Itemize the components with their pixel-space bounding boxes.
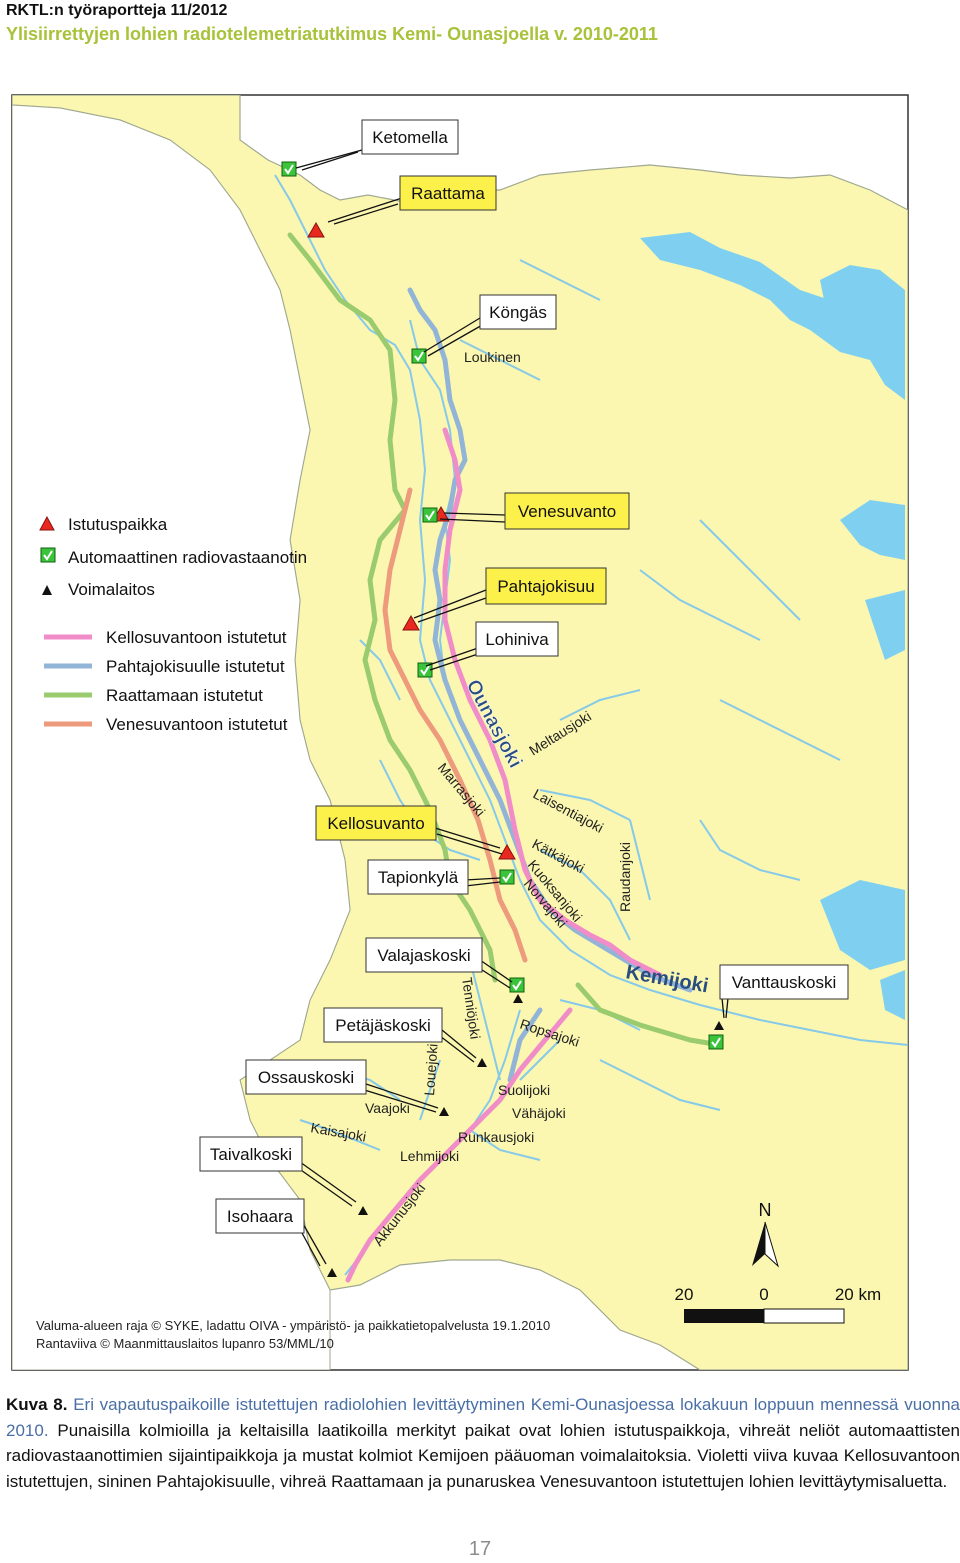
caption-part-2: Punaisilla kolmioilla ja keltaisilla laa… xyxy=(6,1420,960,1491)
river-label-raudanjoki: Raudanjoki xyxy=(617,842,633,912)
label-venesuvanto: Venesuvanto xyxy=(518,502,616,521)
label-ketomella: Ketomella xyxy=(372,128,448,147)
credits-line-1: Valuma-alueen raja © SYKE, ladattu OIVA … xyxy=(36,1318,550,1333)
report-series: RKTL:n työraportteja 11/2012 xyxy=(6,2,228,19)
river-label-louejoki: Louejoki xyxy=(421,1043,441,1096)
black-triangle-icon xyxy=(42,585,52,595)
map-legend: Istutuspaikka Automaattinen radiovastaan… xyxy=(39,515,307,734)
river-label-lehmijoki: Lehmijoki xyxy=(400,1148,459,1164)
pink-line-kellosuvanto-2 xyxy=(345,1007,573,1283)
figure-label: Kuva 8. xyxy=(6,1395,68,1414)
caption-part-1: Eri vapautuspaikoille istutettujen radio… xyxy=(6,1395,960,1440)
label-valajaskoski: Valajaskoski xyxy=(377,946,470,965)
figure-caption: Kuva 8. Eri vapautuspaikoille istutettuj… xyxy=(6,1392,960,1494)
legend-label: Raattamaan istutetut xyxy=(106,686,263,705)
lake xyxy=(640,232,890,360)
power-plant-vanttauskoski xyxy=(714,1021,724,1030)
receivers xyxy=(281,161,724,1050)
label-taivalkoski: Taivalkoski xyxy=(210,1145,292,1164)
blue-line-pahtajokisuu xyxy=(407,287,693,993)
lake xyxy=(820,880,905,970)
label-kongas: Köngäs xyxy=(489,303,547,322)
label-pahtajokisuu: Pahtajokisuu xyxy=(497,577,594,596)
scale-bar: 20 0 20 km xyxy=(675,1285,881,1324)
stocking-site-raattama xyxy=(307,221,325,238)
label-tapionkyla: Tapionkylä xyxy=(378,868,459,887)
blue-line-pahtajokisuu-2 xyxy=(507,1007,543,1083)
lake xyxy=(840,500,905,560)
power-plant-valajaskoski xyxy=(513,994,523,1003)
svg-text:0: 0 xyxy=(759,1285,768,1304)
label-lohiniva: Lohiniva xyxy=(485,630,549,649)
power-plant-ossauskoski xyxy=(439,1107,449,1116)
river-basin-map: Raattama Venesuvanto Pahtajokisuu Kellos… xyxy=(11,94,909,1371)
red-triangle-icon xyxy=(39,515,55,531)
label-vanttauskoski: Vanttauskoski xyxy=(732,973,837,992)
power-plant-taivalkoski xyxy=(358,1206,368,1215)
page-number: 17 xyxy=(468,1538,492,1560)
legend-label: Kellosuvantoon istutetut xyxy=(106,628,287,647)
legend-label: Venesuvantoon istutetut xyxy=(106,715,288,734)
stocking-site-kellosuvanto xyxy=(498,843,516,860)
power-plant-petajaskoski xyxy=(477,1058,487,1067)
river-label-loukinen: Loukinen xyxy=(464,349,521,365)
legend-label: Pahtajokisuulle istutetut xyxy=(106,657,285,676)
lake xyxy=(880,970,905,1020)
label-kellosuvanto: Kellosuvanto xyxy=(327,814,424,833)
river-label-vaajoki: Vaajoki xyxy=(365,1100,410,1116)
salmon-line-venesuvanto xyxy=(382,487,528,963)
river-label-runkausjoki: Runkausjoki xyxy=(458,1129,534,1145)
legend-label: Voimalaitos xyxy=(68,580,155,599)
legend-label: Istutuspaikka xyxy=(68,515,168,534)
stocking-site-pahtajokisuu xyxy=(402,614,420,631)
power-plant-isohaara xyxy=(327,1268,337,1277)
river-network xyxy=(274,174,908,1276)
label-ossauskoski: Ossauskoski xyxy=(258,1068,354,1087)
svg-text:20 km: 20 km xyxy=(835,1285,881,1304)
label-isohaara: Isohaara xyxy=(227,1207,294,1226)
green-checkbox-icon xyxy=(40,547,56,563)
green-line-raattama-2 xyxy=(575,982,723,1048)
label-petajaskoski: Petäjäskoski xyxy=(335,1016,430,1035)
lake xyxy=(820,265,905,400)
lake xyxy=(865,590,905,660)
pink-line-kellosuvanto xyxy=(442,427,663,978)
north-arrow-icon: N xyxy=(752,1200,779,1268)
legend-label: Automaattinen radiovastaanotin xyxy=(68,548,307,567)
credits-line-2: Rantaviiva © Maanmittauslaitos lupanro 5… xyxy=(36,1336,334,1351)
river-label-suolijoki: Suolijoki xyxy=(498,1082,550,1098)
river-label-vahajoki: Vähäjoki xyxy=(512,1105,566,1121)
svg-text:20: 20 xyxy=(675,1285,694,1304)
svg-text:N: N xyxy=(759,1200,772,1220)
label-raattama: Raattama xyxy=(411,184,485,203)
report-title: Ylisiirrettyjen lohien radiotelemetriatu… xyxy=(6,24,658,44)
